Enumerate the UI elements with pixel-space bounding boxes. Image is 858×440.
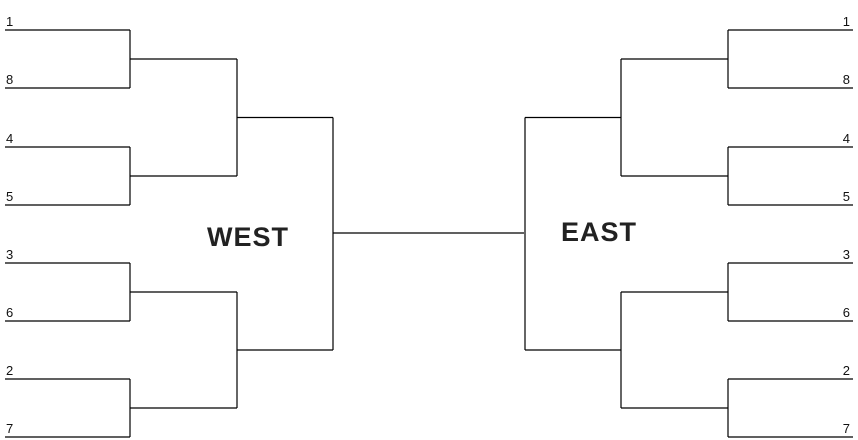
east-seed-label: 8: [843, 72, 850, 87]
west-conference-label: WEST: [207, 222, 289, 252]
west-seed-label: 7: [6, 421, 13, 436]
east-seed-label: 1: [843, 14, 850, 29]
west-seed-label: 1: [6, 14, 13, 29]
west-seed-label: 8: [6, 72, 13, 87]
west-seed-label: 2: [6, 363, 13, 378]
east-seed-label: 6: [843, 305, 850, 320]
east-seed-label: 3: [843, 247, 850, 262]
east-conference-label: EAST: [561, 217, 637, 247]
east-seed-label: 7: [843, 421, 850, 436]
west-seed-label: 4: [6, 131, 13, 146]
west-seed-labels: 1 8 4 5 3 6 2 7: [6, 14, 13, 436]
west-seed-label: 6: [6, 305, 13, 320]
west-seed-label: 3: [6, 247, 13, 262]
east-seed-label: 4: [843, 131, 850, 146]
east-seed-label: 2: [843, 363, 850, 378]
west-seed-label: 5: [6, 189, 13, 204]
east-seed-label: 5: [843, 189, 850, 204]
east-bracket-lines: [524, 29, 853, 438]
east-seed-labels: 1 8 4 5 3 6 2 7: [843, 14, 850, 436]
west-bracket-lines: [5, 29, 334, 438]
